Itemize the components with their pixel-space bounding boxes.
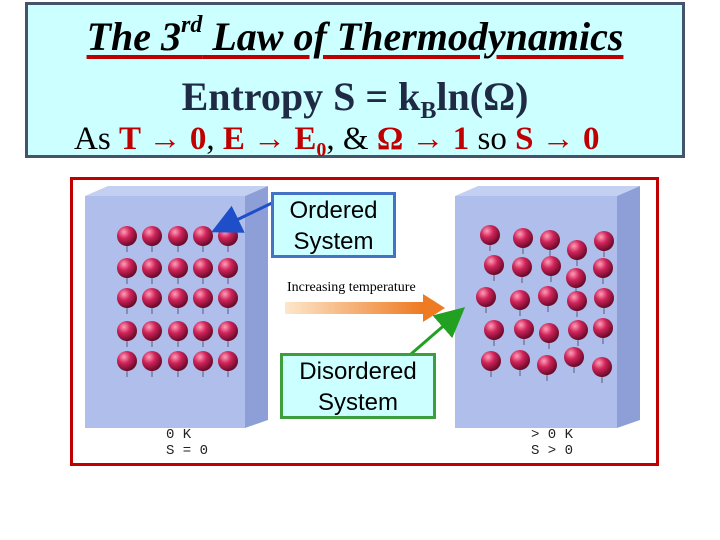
ordered-atom (142, 351, 162, 371)
increasing-temperature-label: Increasing temperature (287, 280, 416, 295)
disordered-atom (592, 357, 612, 377)
ordered-atom (168, 226, 188, 246)
ordered-pointer-arrow (211, 201, 273, 233)
disordered-atom (484, 320, 504, 340)
disordered-atom (540, 230, 560, 250)
ordered-atom (117, 351, 137, 371)
ordered-atom (117, 321, 137, 341)
disordered-atom (484, 255, 504, 275)
entropy-formula: Entropy S = kBln(Ω) (181, 74, 529, 124)
title-banner: The 3rd Law of Thermodynamics Entropy S … (25, 2, 685, 160)
ordered-atom (193, 351, 213, 371)
disordered-atom (510, 290, 530, 310)
ordered-atom (142, 321, 162, 341)
ordered-atom (193, 258, 213, 278)
ordered-atom (218, 351, 238, 371)
ordered-system-label: Ordered System (271, 192, 396, 258)
disordered-atom (538, 286, 558, 306)
ordered-atom (168, 351, 188, 371)
disordered-atom (594, 231, 614, 251)
ordered-atom (142, 288, 162, 308)
disordered-atom (510, 350, 530, 370)
disordered-atom (567, 291, 587, 311)
disordered-atom (564, 347, 584, 367)
ordered-atom (218, 321, 238, 341)
disordered-atom (514, 319, 534, 339)
disordered-atom (568, 320, 588, 340)
temperature-arrow (285, 294, 445, 322)
disordered-atom (566, 268, 586, 288)
disordered-atom (594, 288, 614, 308)
disordered-system-label: Disordered System (280, 353, 436, 419)
disordered-atom (567, 240, 587, 260)
ordered-atom (193, 226, 213, 246)
disordered-atom (481, 351, 501, 371)
ordered-atom (168, 288, 188, 308)
disordered-atom (539, 323, 559, 343)
ordered-atom (142, 226, 162, 246)
disordered-atom (593, 258, 613, 278)
disordered-atom (541, 256, 561, 276)
disordered-atom (593, 318, 613, 338)
ordered-atom (218, 288, 238, 308)
disordered-atom (512, 257, 532, 277)
disordered-pointer-arrow (410, 307, 466, 356)
above-zero-kelvin-label: > 0 K S > 0 (531, 427, 574, 459)
disordered-atom (537, 355, 557, 375)
slide-title: The 3rd Law of Thermodynamics (86, 12, 624, 59)
ordered-atom (218, 226, 238, 246)
ordered-atom (117, 258, 137, 278)
ordered-atom (142, 258, 162, 278)
zero-kelvin-label: 0 K S = 0 (166, 427, 209, 459)
ordered-atom (193, 321, 213, 341)
disordered-atoms (476, 225, 614, 383)
ordered-atom (168, 258, 188, 278)
disordered-atom (480, 225, 500, 245)
ordered-atom (168, 321, 188, 341)
limit-statement: As T → 0, E → E0, & Ω → 1 so S → 0 (74, 121, 600, 161)
disordered-atom (476, 287, 496, 307)
ordered-atom (218, 258, 238, 278)
energy-limit: E → E0 (222, 121, 327, 161)
ordered-atom (193, 288, 213, 308)
ordered-atom (117, 226, 137, 246)
ordered-atoms (117, 226, 238, 377)
disordered-atom (513, 228, 533, 248)
ordered-atom (117, 288, 137, 308)
